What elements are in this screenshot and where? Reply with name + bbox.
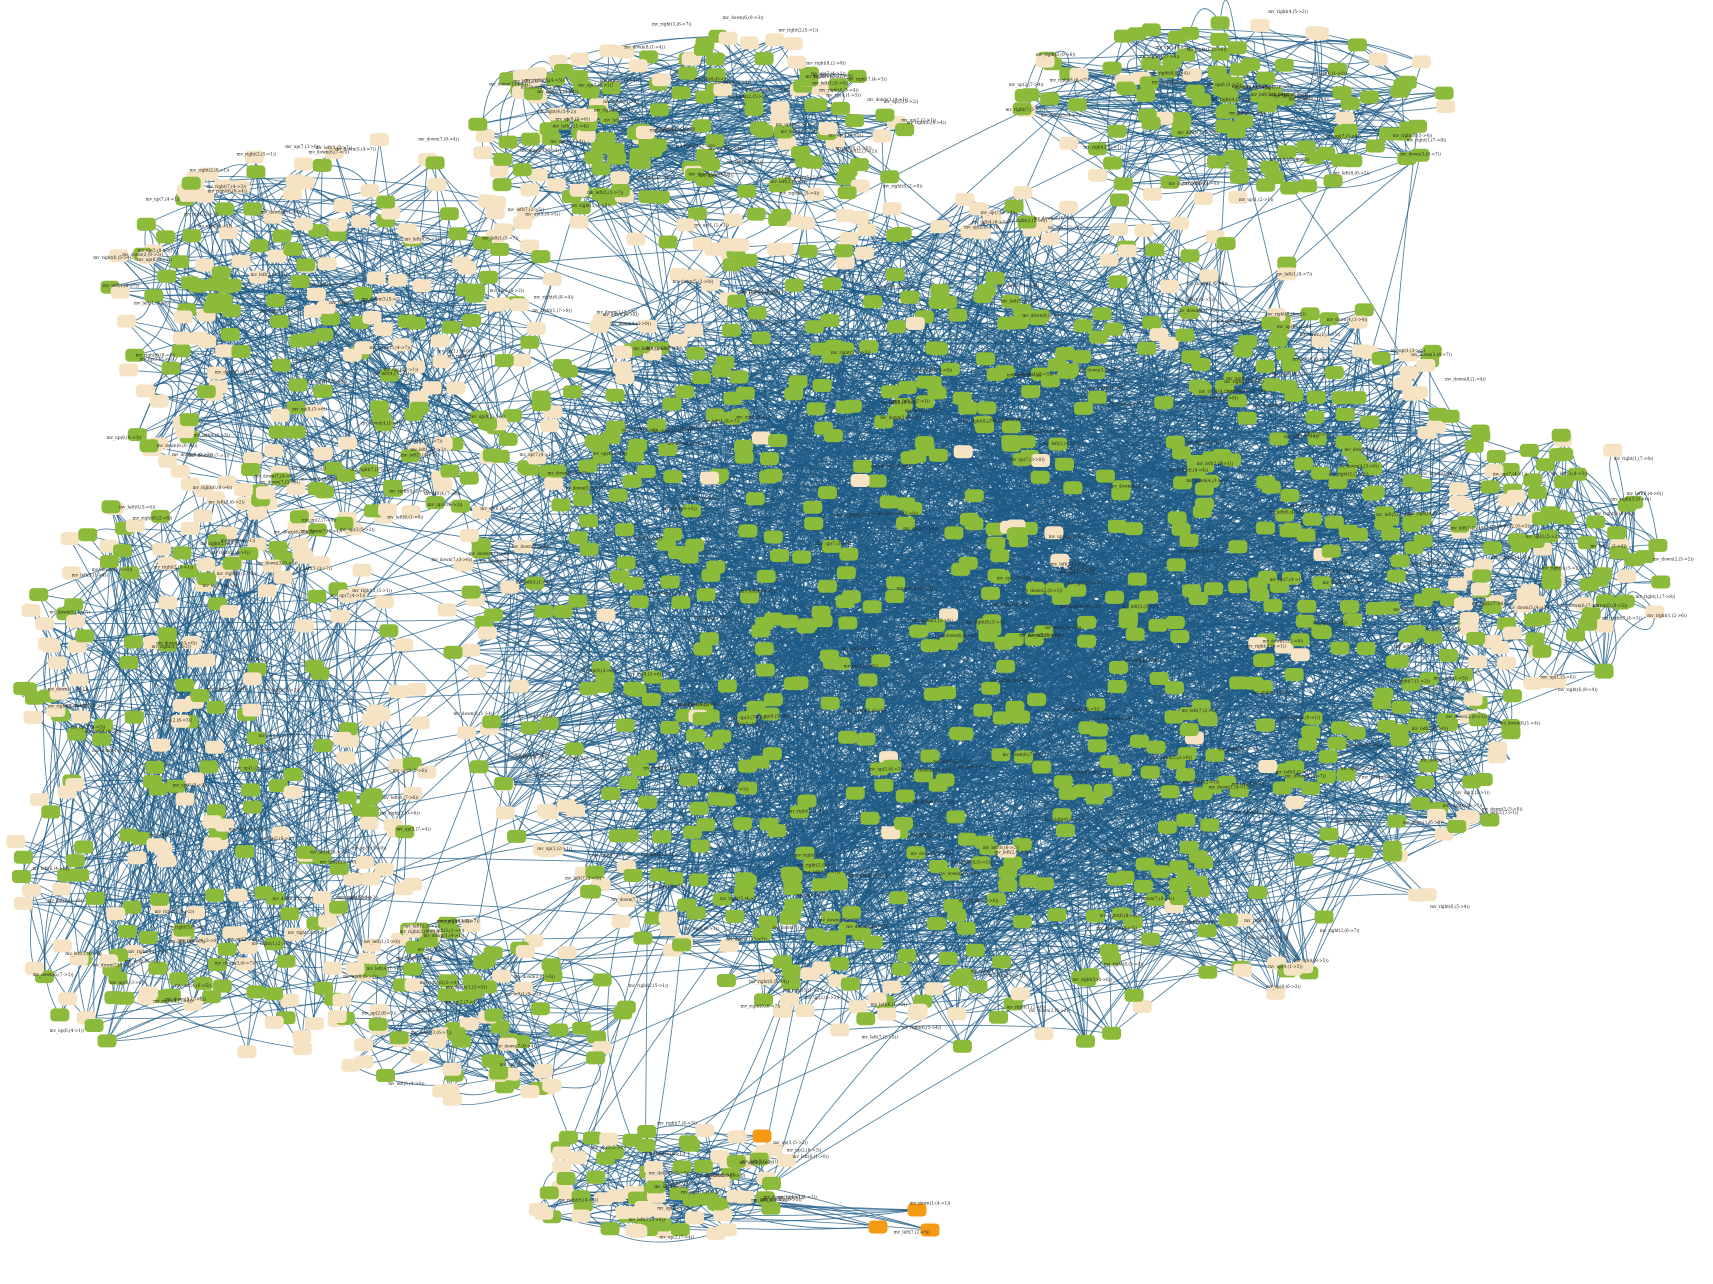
- graph-edge: [607, 921, 632, 1140]
- graph-edge: [1086, 980, 1088, 1041]
